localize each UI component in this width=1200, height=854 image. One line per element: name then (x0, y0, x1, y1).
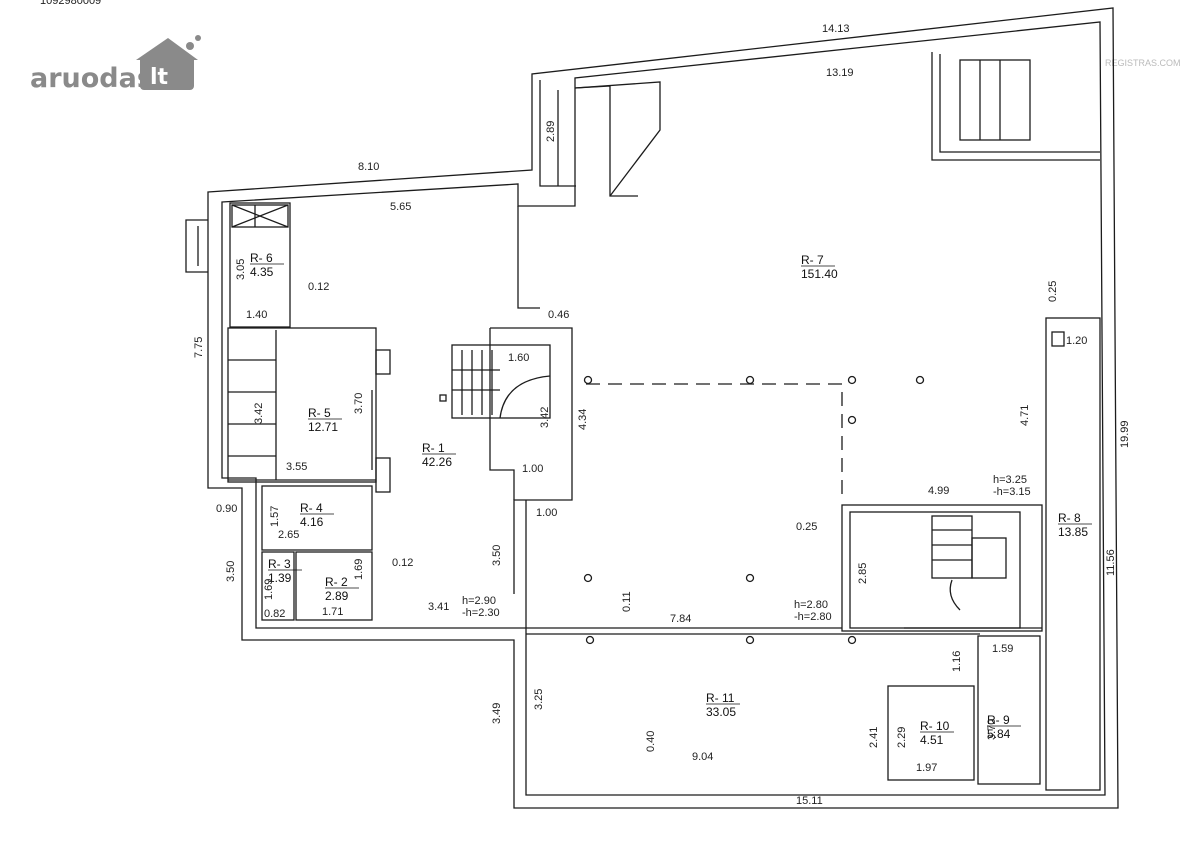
room-area: 4.16 (300, 515, 324, 529)
dimension-label: 1.59 (992, 643, 1013, 655)
dimension-label: 9.04 (692, 751, 713, 763)
dimension-label: 13.19 (826, 67, 854, 79)
watermark-logo: aruodas lt (30, 35, 201, 94)
room-area: 12.71 (308, 420, 338, 434)
dimension-label: 1.60 (508, 352, 529, 364)
dimension-label: 4.34 (577, 409, 589, 430)
dimension-label: 2.29 (896, 727, 908, 748)
height-label: -h=2.80 (794, 611, 832, 623)
dimension-label: 1.00 (536, 507, 557, 519)
room-id: R- 4 (300, 501, 323, 515)
dimension-label: 3.05 (235, 259, 247, 280)
dimension-label: 8.10 (358, 161, 379, 173)
room-labels: R- 142.26 R- 22.89 R- 31.39 R- 44.16 R- 512.… (250, 251, 1092, 747)
dimension-label: 1.57 (269, 506, 281, 527)
room-id: R- 10 (920, 719, 950, 733)
dimension-label: 1.00 (522, 463, 543, 475)
outer-wall (207, 7, 1119, 809)
height-label: h=2.80 (794, 599, 828, 611)
watermark-brand: aruodas (30, 63, 153, 94)
dimension-label: 1.97 (916, 762, 937, 774)
room-area: 151.40 (801, 267, 838, 281)
dimension-label: 2.89 (545, 121, 557, 142)
room-area: 2.89 (325, 589, 349, 603)
dimension-label: 15.11 (796, 795, 823, 807)
room-id: R- 1 (422, 441, 445, 455)
dimension-label: 3.50 (491, 545, 503, 566)
dimension-label: 0.25 (1047, 281, 1059, 302)
room-area: 13.85 (1058, 525, 1088, 539)
height-label: h=2.90 (462, 595, 496, 607)
dimension-label: 0.12 (392, 557, 413, 569)
dimension-label: 0.25 (796, 521, 817, 533)
dimension-label: 0.11 (621, 591, 633, 612)
dashed-zone (586, 383, 843, 500)
dimension-label: 3.50 (225, 561, 237, 582)
room-id: R- 5 (308, 406, 331, 420)
dimension-labels: 14.13 13.19 8.10 5.65 2.89 0.46 0.12 1.40 3.05 7.… (193, 23, 1131, 807)
dimension-label: 3.55 (286, 461, 307, 473)
room-area: 1.39 (268, 571, 292, 585)
room-id: R- 8 (1058, 511, 1081, 525)
height-label: -h=3.15 (993, 486, 1031, 498)
dimension-label: 3.70 (353, 393, 365, 414)
watermark-tld: lt (150, 65, 169, 90)
room-area: 42.26 (422, 455, 452, 469)
dimension-label: 3.41 (428, 601, 449, 613)
height-label: -h=2.30 (462, 607, 500, 619)
dimension-label: 0.40 (645, 731, 657, 752)
room-area: 4.51 (920, 733, 944, 747)
dimension-label: 3.70 (986, 719, 998, 740)
dimension-label: 4.99 (928, 485, 949, 497)
watermark-corner: REGISTRAS.COM (1105, 58, 1181, 68)
dimension-label: 3.42 (539, 407, 551, 428)
dimension-label: 7.75 (193, 337, 205, 358)
height-labels: h=2.90-h=2.30 h=3.25-h=3.15 h=2.80-h=2.80 (462, 474, 1031, 623)
room-id: R- 11 (706, 691, 735, 705)
header-code: 1092980009 (40, 0, 101, 7)
dimension-label: 3.42 (253, 403, 265, 424)
room-id: R- 3 (268, 557, 291, 571)
house-icon (140, 56, 194, 90)
dimension-label: 0.90 (216, 503, 237, 515)
dimension-label: 0.12 (308, 281, 329, 293)
dimension-label: 1.20 (1066, 335, 1087, 347)
dimension-label: 0.46 (548, 309, 569, 321)
room-id: R- 6 (250, 251, 273, 265)
dimension-label: 19.99 (1119, 420, 1131, 448)
dimension-label: 1.71 (322, 606, 343, 618)
dimension-label: 1.16 (951, 651, 963, 672)
dimension-label: 3.25 (533, 689, 545, 710)
dimension-label: 1.69 (263, 579, 275, 600)
dimension-label: 2.85 (857, 563, 869, 584)
room-id: R- 9 (987, 713, 1010, 727)
dimension-label: 14.13 (822, 23, 850, 35)
dimension-label: 4.71 (1019, 405, 1031, 426)
dimension-label: 5.65 (390, 201, 411, 213)
room-area: 4.35 (250, 265, 274, 279)
dimension-label: 2.65 (278, 529, 299, 541)
dimension-label: 1.69 (353, 559, 365, 580)
room-id: R- 2 (325, 575, 348, 589)
dimension-label: 3.49 (491, 703, 503, 724)
dimension-label: 0.82 (264, 608, 285, 620)
dimension-label: 7.84 (670, 613, 691, 625)
dimension-label: 2.41 (868, 727, 880, 748)
room-area: 5.84 (987, 727, 1011, 741)
dimension-label: 11.56 (1105, 549, 1117, 576)
height-label: h=3.25 (993, 474, 1027, 486)
room-id: R- 7 (801, 253, 824, 267)
room-area: 33.05 (706, 705, 736, 719)
dimension-label: 1.40 (246, 309, 267, 321)
